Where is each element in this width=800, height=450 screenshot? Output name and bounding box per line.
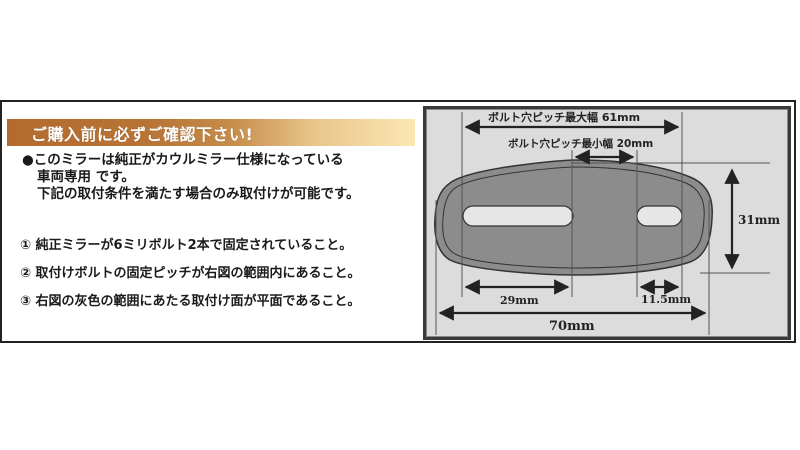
notice-line-3: 下記の取付条件を満たす場合のみ取付けが可能です。 [37, 186, 360, 202]
left-bolt-slot [462, 205, 574, 227]
mirror-base-shape [434, 159, 713, 276]
confirmation-banner: ご購入前に必ずご確認下さい! [7, 119, 415, 146]
right-slot-label: 11.5mm [641, 293, 691, 306]
condition-2: ② 取付けボルトの固定ピッチが右図の範囲内にあること。 [20, 266, 361, 281]
banner-title: ご購入前に必ずご確認下さい! [31, 125, 254, 144]
height-label: 31mm [738, 213, 780, 227]
notice-line-2: 車両専用 です。 [37, 169, 135, 185]
max-pitch-label: ボルト穴ピッチ最大幅 61mm [488, 110, 640, 124]
width-label: 70mm [549, 319, 595, 334]
condition-3: ③ 右図の灰色の範囲にあたる取付け面が平面であること。 [20, 294, 361, 309]
left-slot-label: 29mm [500, 294, 539, 307]
min-pitch-label: ボルト穴ピッチ最小幅 20mm [508, 137, 653, 150]
condition-1: ① 純正ミラーが6ミリボルト2本で固定されていること。 [20, 238, 353, 253]
notice-line-1: ●このミラーは純正がカウルミラー仕様になっている [22, 152, 344, 168]
right-bolt-slot [636, 205, 683, 227]
